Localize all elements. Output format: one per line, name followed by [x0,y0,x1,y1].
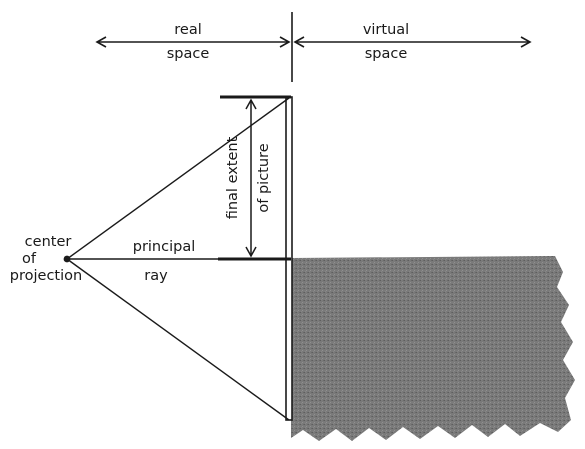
center-of-projection-label-line3: projection [10,268,82,284]
upper-projection-ray [66,97,290,260]
center-of-projection-label-line2: of [22,251,37,267]
final-extent-label-line1: final extent [225,136,241,219]
real-space-label-line2: space [167,46,210,62]
virtual-space-label-line2: space [365,46,408,62]
virtual-space-label-line1: virtual [363,22,409,38]
center-of-projection-label-line1: center [25,234,72,250]
lower-projection-ray [66,258,290,421]
virtual-space-arrow [293,36,532,48]
virtual-ground-surface [291,256,575,441]
real-space-label-line1: real [174,22,201,38]
final-extent-label-line2: of picture [256,143,272,212]
final-extent-label: final extent of picture [225,136,272,219]
center-of-projection-point [63,255,71,263]
principal-ray-label-line1: principal [133,239,196,255]
principal-ray-label-line2: ray [144,268,168,284]
final-extent-arrow [245,98,257,258]
real-space-arrow [95,36,291,48]
